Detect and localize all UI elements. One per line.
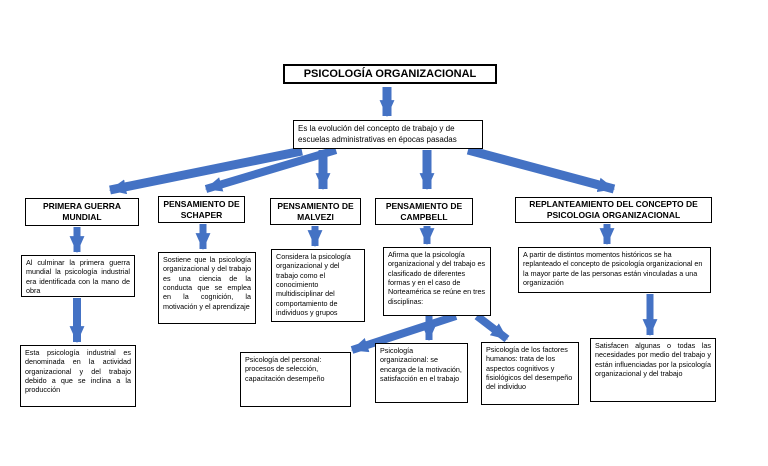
arrow-definition-to-schaper — [204, 146, 338, 193]
discipline-node-organizacional: Psicología organizacional: se encarga de… — [375, 343, 468, 403]
arrow-definition-to-primera-guerra — [108, 146, 303, 195]
branch-heading-primera-guerra: PRIMERA GUERRA MUNDIAL — [25, 198, 139, 226]
branch-detail-campbell: Afirma que la psicología organizacional … — [383, 247, 491, 316]
branch-heading-campbell: PENSAMIENTO DE CAMPBELL — [375, 198, 473, 225]
branch-detail-schaper: Sostiene que la psicología organizaciona… — [158, 252, 256, 324]
branch-detail-primera-guerra: Al culminar la primera guerra mundial la… — [21, 255, 135, 297]
branch-heading-malvezi: PENSAMIENTO DE MALVEZI — [270, 198, 361, 225]
child-node-produccion: Esta psicología industrial es denominada… — [20, 345, 136, 407]
branch-heading-replanteamiento: REPLANTEAMIENTO DEL CONCEPTO DE PSICOLOG… — [515, 197, 712, 223]
discipline-node-personal: Psicología del personal: procesos de sel… — [240, 352, 351, 407]
branch-heading-schaper: PENSAMIENTO DE SCHAPER — [158, 196, 245, 223]
branch-detail-malvezi: Considera la psicología organizacional y… — [271, 249, 365, 322]
child-node-satisfacen: Satisfacen algunas o todas las necesidad… — [590, 338, 716, 402]
branch-detail-replanteamiento: A partir de distintos momentos histórico… — [518, 247, 711, 293]
definition-node: Es la evolución del concepto de trabajo … — [293, 120, 483, 149]
discipline-node-factores-humanos: Psicología de los factores humanos: trat… — [481, 342, 579, 405]
root-node: PSICOLOGÍA ORGANIZACIONAL — [283, 64, 497, 84]
arrow-campbell-to-factores — [474, 312, 510, 343]
arrow-definition-to-replanteamiento — [466, 145, 616, 194]
